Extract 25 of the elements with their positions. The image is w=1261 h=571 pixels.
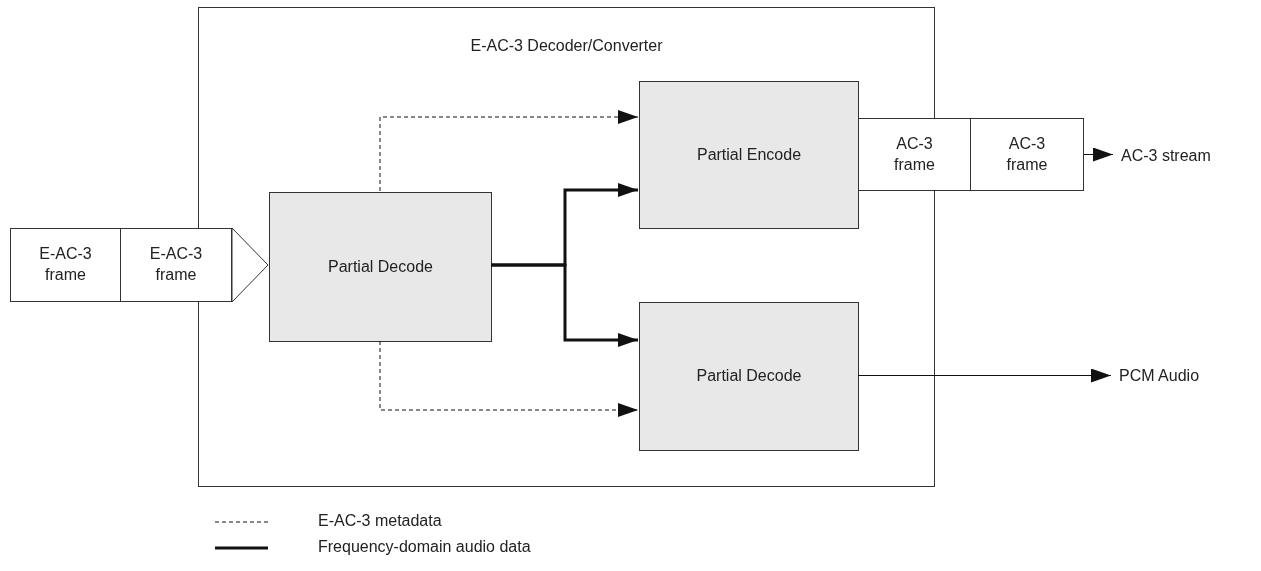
process-box xyxy=(639,81,859,229)
process-box xyxy=(639,302,859,451)
arrow xyxy=(857,368,1112,383)
node-label: E-AC-3 frame xyxy=(38,244,93,285)
dashed-arrow xyxy=(379,110,639,192)
process-box xyxy=(269,192,492,342)
frame-box xyxy=(971,118,1084,191)
frame-box xyxy=(10,228,121,302)
converter-title: E-AC-3 Decoder/Converter xyxy=(470,36,663,56)
arrow xyxy=(231,227,269,303)
frame-box xyxy=(121,228,232,302)
frame-box xyxy=(858,118,971,191)
node-label: AC-3 frame xyxy=(893,133,936,175)
arrow xyxy=(1083,147,1114,162)
legend-label: E-AC-3 metadata xyxy=(318,512,442,530)
node-label: E-AC-3 frame xyxy=(148,244,204,285)
legend-label: Frequency-domain audio data xyxy=(318,538,531,556)
node-label: Partial Encode xyxy=(696,144,802,165)
node-label: Partial Decode xyxy=(328,256,433,277)
node-label: Partial Decode xyxy=(696,366,802,387)
dashed-arrow xyxy=(379,340,639,417)
node-label: AC-3 stream xyxy=(1121,145,1211,166)
node-label: PCM Audio xyxy=(1119,365,1200,386)
node-label: AC-3 frame xyxy=(1005,133,1049,175)
thick-arrow xyxy=(491,263,638,347)
